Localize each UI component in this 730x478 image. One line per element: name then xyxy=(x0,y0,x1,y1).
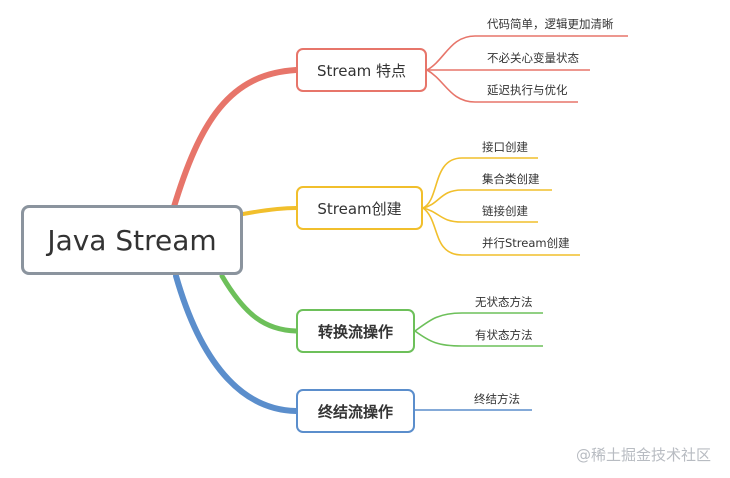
link-root-terminal xyxy=(173,273,299,414)
branch-terminal-ops: 终结流操作 xyxy=(296,389,415,433)
branch-transform-ops: 转换流操作 xyxy=(296,309,415,353)
leaf-label: 并行Stream创建 xyxy=(482,236,570,250)
link-green-1 xyxy=(414,312,543,332)
link-red-3 xyxy=(426,69,578,103)
leaf-label: 有状态方法 xyxy=(475,328,533,342)
link-root-creation xyxy=(241,206,298,216)
leaf-label: 终结方法 xyxy=(474,392,520,406)
link-green-2 xyxy=(414,330,543,347)
leaf-label: 代码简单，逻辑更加清晰 xyxy=(487,17,614,31)
link-yellow-4 xyxy=(422,207,580,256)
link-yellow-3 xyxy=(422,207,538,223)
link-yellow-2 xyxy=(422,189,552,209)
branch-stream-creation: Stream创建 xyxy=(296,186,423,230)
leaf-label: 无状态方法 xyxy=(475,295,533,309)
leaf-label: 接口创建 xyxy=(482,140,528,154)
link-red-1 xyxy=(426,35,628,71)
leaf-label: 不必关心变量状态 xyxy=(487,51,579,65)
link-root-features xyxy=(170,67,299,213)
root-node: Java Stream xyxy=(21,205,243,275)
link-root-transform xyxy=(219,273,299,334)
watermark: @稀土掘金技术社区 xyxy=(576,446,712,464)
leaf-label: 延迟执行与优化 xyxy=(487,83,568,97)
leaf-label: 链接创建 xyxy=(482,204,528,218)
link-yellow-1 xyxy=(422,157,538,209)
leaf-label: 集合类创建 xyxy=(482,172,540,186)
branch-stream-features: Stream 特点 xyxy=(296,48,427,92)
